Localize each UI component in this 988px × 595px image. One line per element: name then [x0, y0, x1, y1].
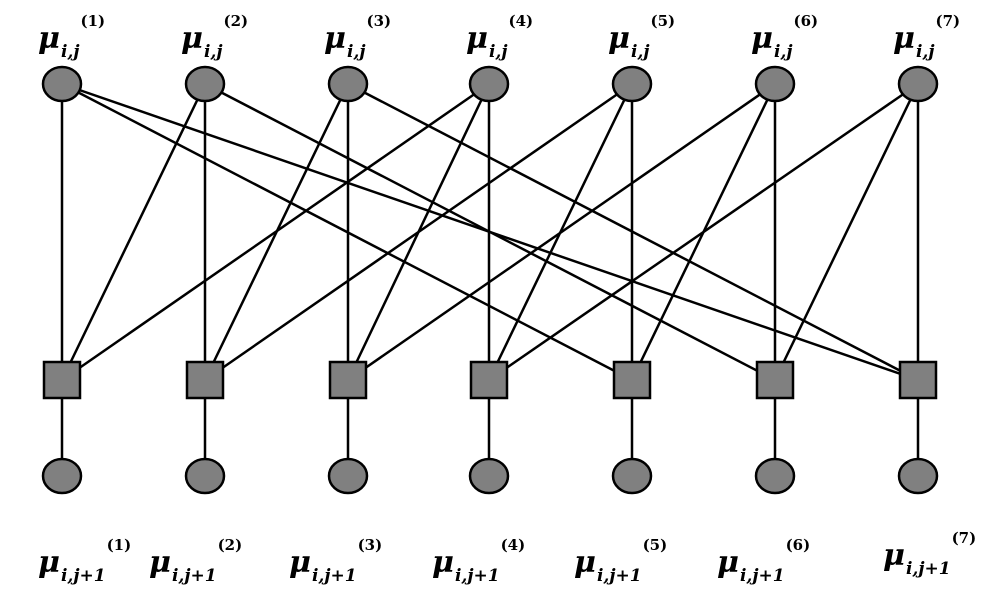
label-superscript: (7)	[935, 12, 961, 30]
label-symbol: μ	[608, 21, 630, 56]
label-symbol: μ	[38, 545, 60, 580]
top-node-label-1: μi,j(1)	[38, 14, 105, 61]
factor-nodes	[42, 360, 938, 400]
label-subscript: i,j	[60, 42, 80, 62]
label-superscript: (3)	[357, 536, 383, 554]
bottom-node-3	[327, 457, 369, 495]
top-node-label-5: μi,j(5)	[608, 14, 675, 61]
label-symbol: μ	[432, 545, 454, 580]
bottom-node-label-7: μi,j+1(7)	[883, 531, 976, 578]
label-symbol: μ	[149, 545, 171, 580]
top-node-6	[754, 65, 796, 103]
bottom-node-7	[897, 457, 939, 495]
label-symbol: μ	[466, 21, 488, 56]
bottom-node-label-3: μi,j+1(3)	[289, 538, 382, 585]
top-node-label-6: μi,j(6)	[751, 14, 818, 61]
label-superscript: (3)	[366, 12, 392, 30]
label-superscript: (2)	[223, 12, 249, 30]
label-symbol: μ	[751, 21, 773, 56]
label-superscript: (5)	[650, 12, 676, 30]
factor-node-5	[612, 360, 652, 400]
factor-node-1	[42, 360, 82, 400]
label-symbol: μ	[38, 21, 60, 56]
edge-top5-factor2	[204, 82, 633, 382]
bottom-node-label-2: μi,j+1(2)	[149, 538, 242, 585]
top-node-7	[897, 65, 939, 103]
bottom-node-label-6: μi,j+1(6)	[717, 538, 810, 585]
bottom-node-2	[184, 457, 226, 495]
edge-top7-factor4	[488, 82, 919, 382]
label-superscript: (4)	[508, 12, 534, 30]
bottom-node-label-5: μi,j+1(5)	[574, 538, 667, 585]
bottom-node-5	[611, 457, 653, 495]
label-symbol: μ	[883, 538, 905, 573]
label-superscript: (7)	[951, 529, 977, 547]
label-superscript: (4)	[500, 536, 526, 554]
label-subscript: i,j	[488, 42, 508, 62]
edge-top2-factor1	[60, 83, 207, 381]
label-superscript: (5)	[642, 536, 668, 554]
label-subscript: i,j+1	[739, 566, 785, 586]
bottom-node-1	[41, 457, 83, 495]
label-symbol: μ	[181, 21, 203, 56]
bottom-node-6	[754, 457, 796, 495]
label-symbol: μ	[324, 21, 346, 56]
factor-node-7	[898, 360, 938, 400]
factor-node-6	[755, 360, 795, 400]
edge-top4-factor1	[61, 82, 490, 382]
label-subscript: i,j+1	[60, 566, 106, 586]
label-symbol: μ	[289, 545, 311, 580]
top-node-label-7: μi,j(7)	[893, 14, 960, 61]
edge-top7-factor6	[773, 83, 920, 381]
label-superscript: (2)	[217, 536, 243, 554]
factor-node-2	[185, 360, 225, 400]
label-subscript: i,j+1	[905, 559, 951, 579]
edges-group	[60, 82, 920, 382]
top-node-4	[468, 65, 510, 103]
label-symbol: μ	[893, 21, 915, 56]
top-node-label-4: μi,j(4)	[466, 14, 533, 61]
bottom-node-4	[468, 457, 510, 495]
edge-top6-factor3	[347, 82, 776, 382]
label-subscript: i,j	[203, 42, 223, 62]
top-node-label-2: μi,j(2)	[181, 14, 248, 61]
bottom-variable-nodes	[41, 457, 939, 495]
label-subscript: i,j	[630, 42, 650, 62]
label-superscript: (6)	[785, 536, 811, 554]
factor-node-3	[328, 360, 368, 400]
top-variable-nodes	[41, 65, 939, 103]
top-node-5	[611, 65, 653, 103]
label-subscript: i,j+1	[454, 566, 500, 586]
top-node-1	[41, 65, 83, 103]
label-subscript: i,j	[773, 42, 793, 62]
label-subscript: i,j	[915, 42, 935, 62]
bottom-node-label-1: μi,j+1(1)	[38, 538, 131, 585]
label-subscript: i,j+1	[171, 566, 217, 586]
label-superscript: (6)	[793, 12, 819, 30]
factor-node-4	[469, 360, 509, 400]
label-superscript: (1)	[80, 12, 106, 30]
label-superscript: (1)	[106, 536, 132, 554]
label-subscript: i,j+1	[311, 566, 357, 586]
label-subscript: i,j	[346, 42, 366, 62]
top-node-3	[327, 65, 369, 103]
label-subscript: i,j+1	[596, 566, 642, 586]
label-symbol: μ	[717, 545, 739, 580]
top-node-2	[184, 65, 226, 103]
label-symbol: μ	[574, 545, 596, 580]
top-node-label-3: μi,j(3)	[324, 14, 391, 61]
bottom-node-label-4: μi,j+1(4)	[432, 538, 525, 585]
